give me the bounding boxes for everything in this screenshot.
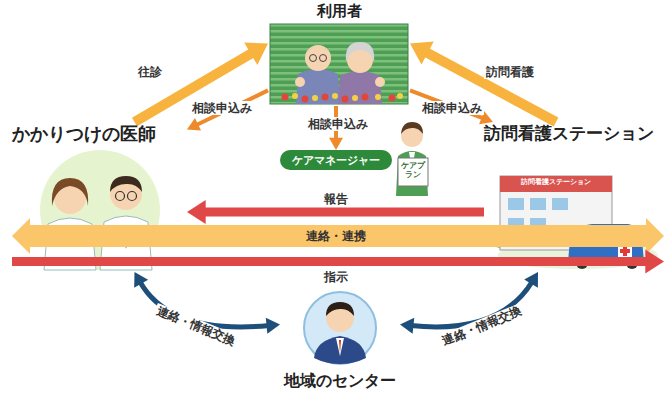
center-node: 地域のセンター	[280, 288, 400, 392]
connector-line	[204, 208, 484, 217]
connector-line	[28, 225, 648, 247]
arrow-head	[646, 218, 664, 254]
node-title: かかりつけの医師	[12, 122, 156, 146]
edge-label: 往診	[136, 65, 164, 79]
arrow-head	[244, 43, 268, 65]
edge-label: 相談申込み	[420, 101, 484, 115]
arrow-head	[266, 318, 280, 334]
arrow-head	[524, 272, 538, 288]
node-title: ケアマネージャー	[292, 153, 380, 168]
user-node: 利用者	[268, 2, 410, 106]
role-band: ケアマネージャー	[280, 150, 392, 170]
edge-label: 訪問看護	[484, 65, 536, 79]
arrow-head	[645, 250, 664, 274]
edge-label: 指示	[322, 270, 350, 284]
center-picture	[304, 292, 376, 364]
station-node: 訪問看護ステーション	[484, 122, 664, 272]
connector-arrow	[12, 218, 664, 254]
arrow-head	[187, 118, 201, 131]
document-label: ケアプラン	[400, 161, 426, 179]
node-title: 利用者	[317, 2, 362, 21]
connector-arrow	[187, 90, 268, 130]
edge-label: 相談申込み	[190, 101, 254, 115]
connector-arrow	[410, 90, 493, 124]
edge-label: 相談申込み	[306, 117, 370, 131]
sign-label: 訪問看護ステーション	[500, 178, 612, 186]
node-title: 訪問看護ステーション	[484, 122, 654, 145]
arrow-head	[400, 318, 414, 334]
edge-label: 連絡・連携	[304, 229, 368, 243]
node-title: 地域のセンター	[284, 371, 396, 392]
user-picture	[270, 24, 408, 104]
arrow-head	[329, 138, 343, 150]
connector-line	[12, 257, 647, 266]
arrow-head	[187, 200, 206, 224]
station-picture	[490, 176, 659, 269]
edge-label: 報告	[322, 192, 350, 206]
care-manager-picture	[396, 122, 428, 196]
connector-arrow	[135, 43, 269, 122]
doctor-picture	[40, 150, 166, 270]
arrow-head	[12, 218, 30, 254]
connector-arrow	[410, 42, 556, 122]
arrow-head	[410, 42, 434, 65]
doctor-node: かかりつけの医師	[12, 122, 187, 272]
arrow-head	[134, 272, 148, 288]
